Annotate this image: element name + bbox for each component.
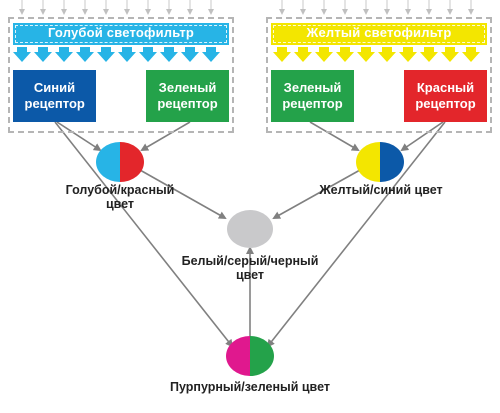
blue-receptor: Синий рецептор [13, 70, 96, 122]
green-receptor-right: Зеленый рецептор [271, 70, 354, 122]
cyan-filter-banner-border [15, 25, 227, 43]
node-magenta-green [226, 336, 274, 376]
cyan-red-label: Голубой/красный цвет [65, 183, 175, 211]
connection-lines [54, 121, 446, 348]
green-receptor-left: Зеленый рецептор [146, 70, 229, 122]
node-yellow-blue [356, 142, 404, 182]
yellow-filter-label: Желтый светофильтр [306, 25, 452, 40]
blue-receptor-label: Синий рецептор [24, 80, 85, 111]
incoming-light-arrows-right [279, 0, 474, 15]
node-cyan-red [96, 142, 144, 182]
magenta-green-label: Пурпурный/зеленый цвет [170, 380, 330, 394]
right-filter-panel [266, 17, 492, 133]
cyan-filter-banner: Голубой светофильтр [13, 23, 229, 45]
red-receptor-label: Красный рецептор [415, 80, 476, 111]
incoming-light-arrows-left [19, 0, 214, 15]
yellow-blue-label: Желтый/синий цвет [319, 183, 443, 197]
filtered-arrows-cyan [13, 47, 220, 62]
node-gray [227, 210, 273, 248]
yellow-filter-banner-border [273, 25, 485, 43]
red-receptor: Красный рецептор [404, 70, 487, 122]
white-gray-black-label: Белый/серый/черный цвет [181, 254, 319, 282]
filtered-arrows-yellow [273, 47, 480, 62]
green-receptor-right-label: Зеленый рецептор [282, 80, 343, 111]
green-receptor-left-label: Зеленый рецептор [157, 80, 218, 111]
yellow-filter-banner: Желтый светофильтр [271, 23, 487, 45]
cyan-filter-label: Голубой светофильтр [47, 25, 195, 40]
left-filter-panel [8, 17, 234, 133]
